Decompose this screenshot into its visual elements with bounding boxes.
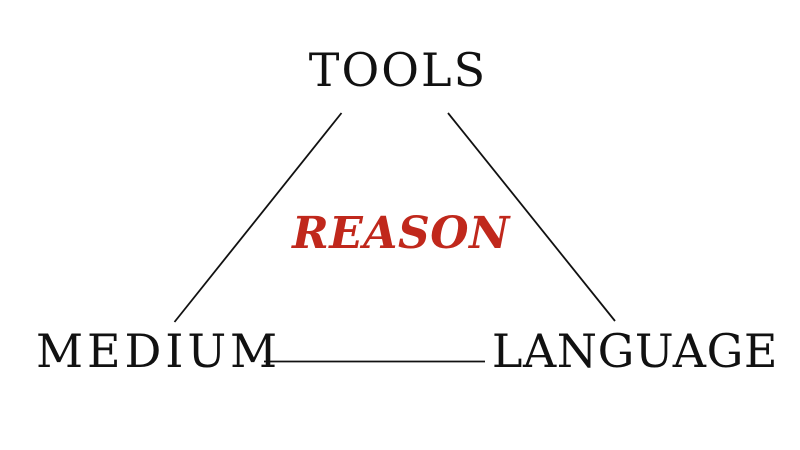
- edge-tools-medium: [173, 112, 343, 323]
- vertex-label-tools: TOOLS: [308, 43, 488, 97]
- vertex-label-medium: MEDIUM: [36, 324, 282, 378]
- edge-tools-language: [447, 112, 616, 322]
- center-label-reason: REASON: [292, 208, 510, 259]
- vertex-label-language: LANGUAGE: [491, 324, 778, 378]
